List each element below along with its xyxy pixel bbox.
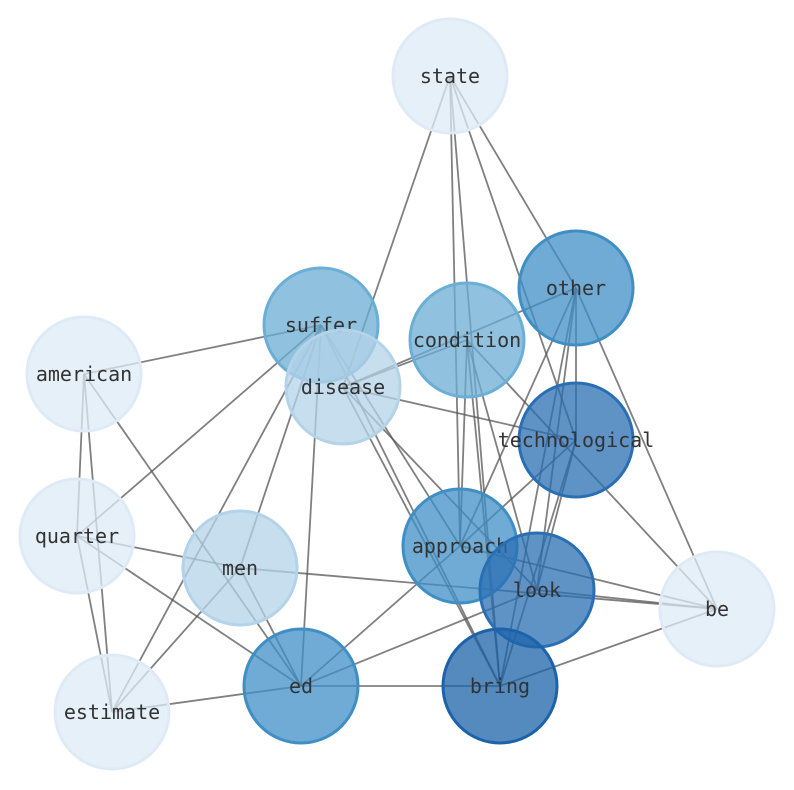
- edge-state-technological: [449, 75, 577, 441]
- edge-american-ed: [83, 373, 302, 687]
- node-estimate[interactable]: estimate: [53, 653, 171, 771]
- node-label: be: [705, 597, 729, 621]
- node-label: condition: [413, 328, 521, 352]
- node-label: technological: [498, 428, 655, 452]
- node-circle[interactable]: [181, 509, 299, 627]
- node-circle[interactable]: [658, 550, 776, 668]
- node-label: look: [513, 578, 561, 602]
- nodes-layer: stateothersufferconditionamericandisease…: [18, 17, 776, 771]
- node-circle[interactable]: [242, 627, 360, 745]
- node-label: quarter: [35, 524, 119, 548]
- node-label: bring: [470, 674, 530, 698]
- node-state[interactable]: state: [391, 17, 509, 135]
- node-label: other: [546, 276, 606, 300]
- node-quarter[interactable]: quarter: [18, 477, 136, 595]
- node-label: american: [36, 362, 132, 386]
- node-disease[interactable]: disease: [284, 328, 402, 446]
- node-circle[interactable]: [53, 653, 171, 771]
- node-ed[interactable]: ed: [242, 627, 360, 745]
- node-circle[interactable]: [18, 477, 136, 595]
- node-label: estimate: [64, 700, 160, 724]
- node-bring[interactable]: bring: [441, 627, 559, 745]
- node-men[interactable]: men: [181, 509, 299, 627]
- node-other[interactable]: other: [517, 229, 635, 347]
- node-be[interactable]: be: [658, 550, 776, 668]
- node-circle[interactable]: [391, 17, 509, 135]
- node-circle[interactable]: [441, 627, 559, 745]
- node-label: disease: [301, 375, 385, 399]
- node-circle[interactable]: [408, 281, 526, 399]
- node-circle[interactable]: [517, 229, 635, 347]
- node-condition[interactable]: condition: [408, 281, 526, 399]
- node-label: ed: [289, 674, 313, 698]
- node-label: men: [222, 556, 258, 580]
- node-circle[interactable]: [517, 381, 635, 499]
- node-american[interactable]: american: [25, 315, 143, 433]
- node-label: state: [420, 64, 480, 88]
- node-technological[interactable]: technological: [498, 381, 655, 499]
- node-circle[interactable]: [284, 328, 402, 446]
- node-circle[interactable]: [25, 315, 143, 433]
